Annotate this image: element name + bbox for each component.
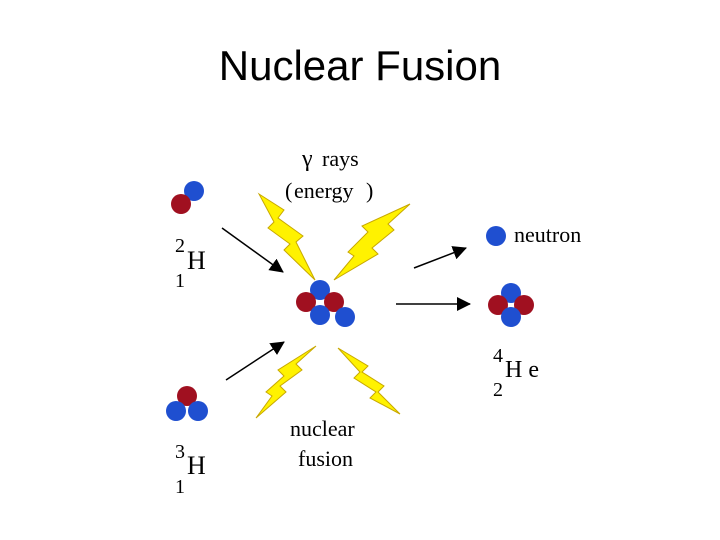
energy-open-paren: (	[285, 178, 292, 203]
neutron-arrow	[413, 246, 467, 269]
lightning-bolt-lower-right	[337, 347, 401, 415]
tritium-symbol: H	[187, 451, 206, 480]
deuterium-atomic-number: 1	[175, 270, 185, 292]
gamma-rays-label: rays	[322, 146, 359, 171]
proton	[324, 292, 344, 312]
slide-title: Nuclear Fusion	[218, 42, 502, 89]
neutron	[166, 401, 186, 421]
energy-label: energy	[294, 178, 353, 203]
proton	[488, 295, 508, 315]
deuterium-symbol: H	[187, 246, 206, 275]
neutron	[335, 307, 355, 327]
helium-mass-number: 4	[493, 345, 503, 367]
nuclear-fusion-label-line1: nuclear	[290, 416, 355, 441]
tritium-atomic-number: 1	[175, 476, 185, 498]
lightning-bolt-upper-right	[333, 203, 411, 281]
lightning-bolt-lower-left	[255, 345, 317, 419]
tritium-mass-number: 3	[175, 441, 185, 463]
energy-close-paren: )	[366, 178, 373, 203]
helium-symbol: He	[505, 357, 545, 383]
neutron	[501, 283, 521, 303]
neutron	[188, 401, 208, 421]
gamma-symbol: γ	[301, 146, 313, 172]
free-neutron	[486, 226, 506, 246]
proton	[171, 194, 191, 214]
neutron	[310, 280, 330, 300]
deuterium-arrow	[221, 227, 284, 273]
helium-nucleus	[488, 283, 534, 327]
proton	[296, 292, 316, 312]
neutron	[501, 307, 521, 327]
nuclear-fusion-label-line2: fusion	[298, 446, 353, 471]
proton	[177, 386, 197, 406]
helium-atomic-number: 2	[493, 379, 503, 401]
neutron	[310, 305, 330, 325]
proton	[514, 295, 534, 315]
deuterium-nucleus	[171, 181, 204, 214]
neutron	[184, 181, 204, 201]
neutron-label: neutron	[514, 222, 581, 247]
fusing-nuclei-cluster	[296, 280, 355, 327]
deuterium-mass-number: 2	[175, 235, 185, 257]
tritium-arrow	[225, 341, 285, 381]
lightning-bolt-upper-left	[257, 192, 316, 281]
tritium-nucleus	[166, 386, 208, 421]
